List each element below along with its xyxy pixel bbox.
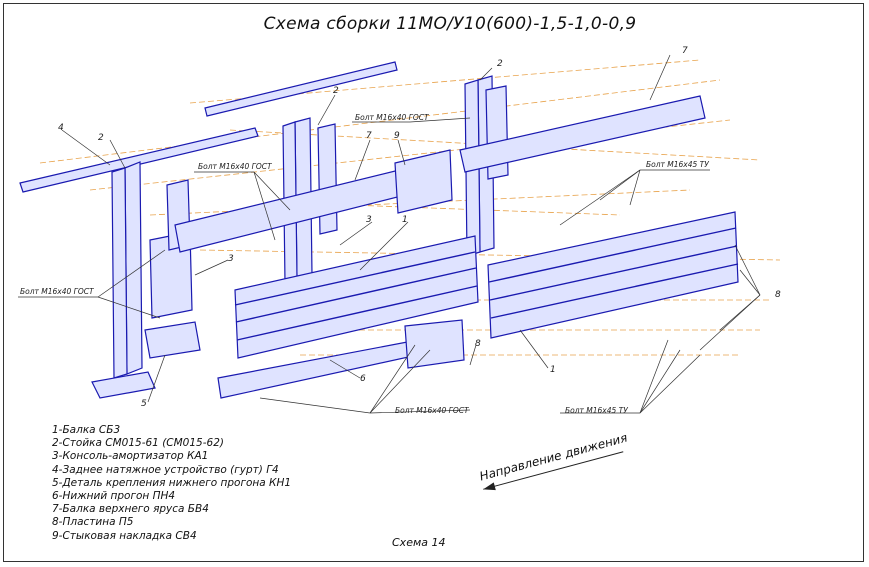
callout-2-left: 2: [98, 133, 104, 143]
bolt-callout-lower-right: Болт М16х45 ТУ: [565, 406, 628, 415]
schema-number: Схема 14: [392, 536, 446, 549]
callout-5: 5: [141, 399, 147, 409]
callout-8-right: 8: [775, 290, 781, 300]
callout-8-lower: 8: [475, 339, 481, 349]
callout-1-right: 1: [550, 365, 556, 375]
legend-item: 2-Стойка СМ015-61 (СМ015-62): [52, 437, 224, 450]
sheet-border: [3, 3, 864, 562]
callout-7-right: 7: [682, 46, 688, 56]
legend-item: 4-Заднее натяжное устройство (гурт) Г4: [52, 463, 279, 476]
direction-arrow: [483, 451, 624, 491]
legend-item: 6-Нижний прогон ПН4: [52, 490, 176, 503]
legend-item: 7-Балка верхнего яруса БВ4: [52, 503, 209, 516]
lower-rail: [217, 319, 465, 399]
rear-tension-device: [144, 321, 201, 359]
callout-1-left: 1: [402, 215, 408, 225]
traffic-direction-label: Направление движения: [478, 431, 629, 491]
upper-tier-beam-main: [174, 95, 706, 253]
bolt-callouts: Болт М16х40 ГОСТ Болт М16х40 ГОСТ Болт М…: [20, 113, 709, 415]
bolt-callout-upper-right: Болт М16х45 ТУ: [646, 160, 709, 169]
callout-6: 6: [360, 374, 366, 384]
callout-4: 4: [58, 123, 64, 133]
callout-9: 9: [394, 131, 400, 141]
drawing-title: Схема сборки 11МО/У10(600)-1,5-1,0-0,9: [263, 14, 637, 34]
legend-item: 8-Пластина П5: [52, 516, 134, 529]
legend-item: 3-Консоль-амортизатор КА1: [52, 450, 209, 463]
legend-item: 1-Балка СБ3: [52, 424, 121, 436]
leader-lines: [18, 54, 761, 414]
legend-item: 5-Деталь крепления нижнего прогона КН1: [52, 476, 292, 489]
callout-2-right: 2: [497, 59, 503, 69]
item-number-callouts: 4 2 2 2 7 7 9 1 3 3 5 6 8 1 8: [58, 46, 781, 409]
w-beam-left: [234, 235, 479, 359]
parts-legend: 1-Балка СБ3 2-Стойка СМ015-61 (СМ015-62)…: [52, 424, 291, 543]
callout-3-middle: 3: [366, 215, 372, 225]
callout-3-left: 3: [228, 254, 234, 264]
legend-item: 9-Стыковая накладка СВ4: [52, 529, 197, 542]
w-beam-right: [487, 211, 739, 339]
upper-tier-beam-left: [19, 61, 398, 193]
callout-7-middle: 7: [366, 131, 372, 141]
bolt-callout-upper-left: Болт М16х40 ГОСТ: [198, 162, 273, 171]
post-left: [91, 161, 156, 399]
bolt-callout-upper-middle: Болт М16х40 ГОСТ: [355, 113, 430, 122]
bolt-callout-lower-middle: Болт М16х40 ГОСТ: [395, 406, 470, 415]
callout-2-middle: 2: [333, 86, 339, 96]
bolt-callout-left: Болт М16х40 ГОСТ: [20, 287, 95, 296]
